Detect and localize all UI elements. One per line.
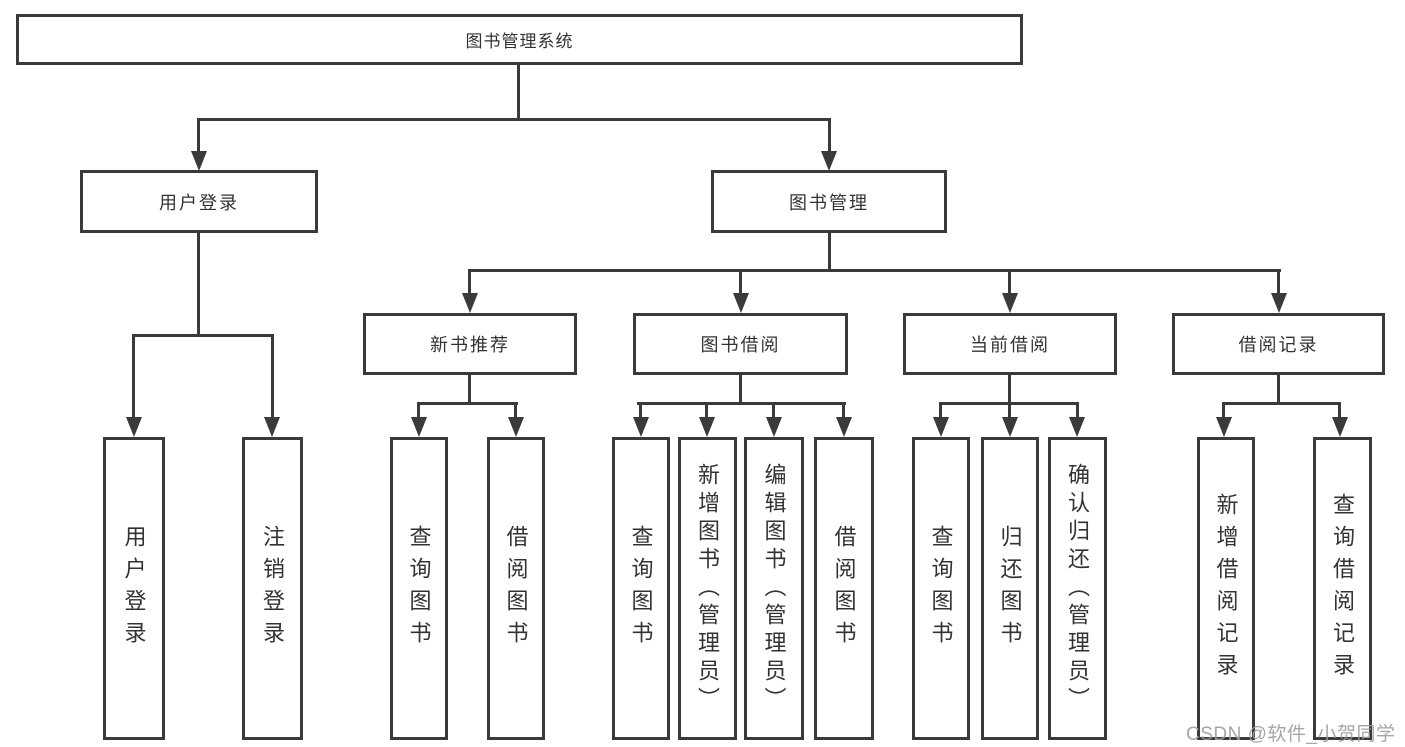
leaf-borrow-books-borrowing: 借阅图书 <box>814 437 874 740</box>
connector-line <box>828 118 831 154</box>
connector-line <box>1076 402 1079 419</box>
arrow-down-icon <box>462 293 478 313</box>
arrow-down-icon <box>766 417 782 437</box>
connector-line <box>939 402 942 419</box>
leaf-query-books-recommend: 查询图书 <box>390 437 448 740</box>
leaf-query-books-borrowing: 查询图书 <box>612 437 670 740</box>
node-label: 注销登录 <box>260 524 286 653</box>
node-label: 查询借阅记录 <box>1330 492 1356 685</box>
node-label: 查询图书 <box>628 524 654 653</box>
node-label: 借阅记录 <box>1238 335 1319 355</box>
connector-line <box>1277 269 1280 295</box>
node-label: 借阅图书 <box>503 524 529 653</box>
node-label: 归还图书 <box>997 524 1023 653</box>
leaf-confirm-return-admin: 确认归还（管理员） <box>1048 437 1107 740</box>
node-current-borrowing: 当前借阅 <box>903 313 1117 375</box>
connector-line <box>639 402 642 419</box>
node-label: 图书管理 <box>789 192 869 213</box>
leaf-logout: 注销登录 <box>242 437 303 740</box>
arrow-down-icon <box>699 417 715 437</box>
connector-line <box>271 334 274 419</box>
connector-line <box>1222 402 1341 405</box>
connector-line <box>772 402 775 419</box>
arrow-down-icon <box>191 151 207 171</box>
connector-line <box>828 233 831 272</box>
connector-line <box>514 402 517 419</box>
node-book-management: 图书管理 <box>711 170 947 233</box>
connector-line <box>1008 402 1011 419</box>
node-label: 查询图书 <box>928 524 954 653</box>
connector-line <box>468 269 1281 272</box>
connector-line <box>1277 375 1280 405</box>
arrow-down-icon <box>1332 417 1348 437</box>
connector-line <box>417 402 518 405</box>
node-library-management-system: 图书管理系统 <box>16 14 1023 65</box>
connector-line <box>1008 269 1011 295</box>
connector-line <box>1008 375 1011 405</box>
node-label: 当前借阅 <box>970 335 1050 355</box>
connector-line <box>705 402 708 419</box>
arrow-down-icon <box>633 417 649 437</box>
arrow-down-icon <box>821 151 837 171</box>
node-label: 借阅图书 <box>831 524 857 653</box>
node-label: 图书管理系统 <box>465 32 574 51</box>
connector-line <box>842 402 845 419</box>
node-label: 查询图书 <box>406 524 432 653</box>
leaf-add-borrow-record: 新增借阅记录 <box>1197 437 1255 740</box>
leaf-borrow-books-recommend: 借阅图书 <box>487 437 545 740</box>
arrow-down-icon <box>733 293 749 313</box>
leaf-edit-books-admin: 编辑图书（管理员） <box>744 437 804 740</box>
leaf-query-borrow-record: 查询借阅记录 <box>1313 437 1372 740</box>
watermark-text: CSDN @软件_小贺同学 <box>1186 724 1396 745</box>
connector-line <box>1222 402 1225 419</box>
connector-line <box>197 233 200 337</box>
connector-line <box>197 118 831 121</box>
connector-line <box>197 118 200 154</box>
node-label: 图书借阅 <box>700 335 781 355</box>
node-label: 新增借阅记录 <box>1213 492 1239 685</box>
leaf-query-books-current: 查询图书 <box>912 437 970 740</box>
node-label: 新增图书（管理员） <box>695 462 721 715</box>
connector-line <box>739 269 742 295</box>
arrow-down-icon <box>1216 417 1232 437</box>
connector-line <box>1338 402 1341 419</box>
arrow-down-icon <box>933 417 949 437</box>
node-new-book-recommend: 新书推荐 <box>363 313 577 375</box>
leaf-user-login: 用户登录 <box>103 437 165 740</box>
connector-line <box>132 334 135 419</box>
node-label: 用户登录 <box>121 524 147 653</box>
node-user-login: 用户登录 <box>80 170 318 233</box>
node-label: 新书推荐 <box>430 335 510 355</box>
node-label: 用户登录 <box>159 192 239 213</box>
connector-line <box>739 375 742 405</box>
connector-line <box>517 64 520 121</box>
arrow-down-icon <box>126 417 142 437</box>
arrow-down-icon <box>1271 293 1287 313</box>
connector-line <box>468 375 471 405</box>
leaf-add-books-admin: 新增图书（管理员） <box>678 437 737 740</box>
node-book-borrowing: 图书借阅 <box>633 313 848 375</box>
arrow-down-icon <box>1002 293 1018 313</box>
node-label: 确认归还（管理员） <box>1065 462 1091 715</box>
connector-line <box>637 402 846 405</box>
leaf-return-books: 归还图书 <box>981 437 1039 740</box>
connector-line <box>468 269 471 295</box>
arrow-down-icon <box>411 417 427 437</box>
arrow-down-icon <box>508 417 524 437</box>
arrow-down-icon <box>836 417 852 437</box>
connector-line <box>132 334 274 337</box>
arrow-down-icon <box>264 417 280 437</box>
node-label: 编辑图书（管理员） <box>761 462 787 715</box>
node-borrow-records: 借阅记录 <box>1172 313 1385 375</box>
arrow-down-icon <box>1002 417 1018 437</box>
connector-line <box>417 402 420 419</box>
arrow-down-icon <box>1069 417 1085 437</box>
